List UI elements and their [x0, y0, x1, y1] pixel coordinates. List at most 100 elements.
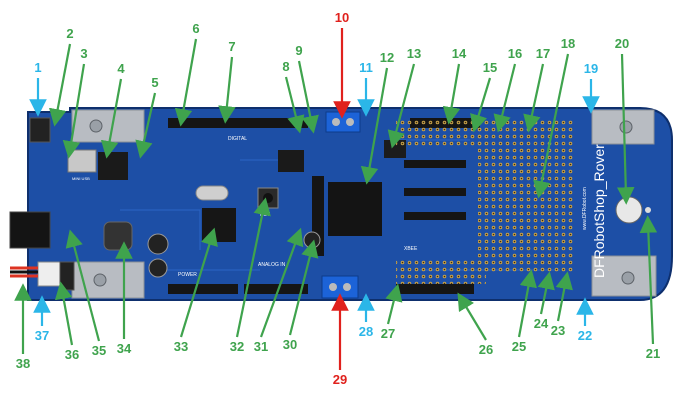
mount-plate-top-left [71, 109, 145, 143]
power-silk-label: POWER [178, 272, 197, 278]
callout-label-37: 37 [35, 328, 49, 343]
callout-leader-5 [135, 92, 157, 159]
callout-label-3: 3 [80, 46, 87, 61]
callout-leader-25 [517, 269, 538, 338]
callout-label-4: 4 [117, 61, 125, 76]
proto-area-top [396, 120, 486, 146]
mini-usb-label: MINI USB [72, 176, 90, 181]
callout-leader-15 [470, 77, 492, 133]
callout-leader-9 [297, 60, 319, 134]
terminal-screw [329, 283, 337, 291]
callout-label-17: 17 [536, 46, 550, 61]
callout-leader-32 [235, 197, 271, 338]
callout-leader-24 [537, 271, 555, 315]
proto-area-main [478, 120, 574, 274]
callout-leader-8 [284, 76, 305, 134]
xbee-header-bottom [396, 284, 474, 294]
analog-silk-label: ANALOG IN [258, 262, 286, 268]
digital-silk-label: DIGITAL [228, 136, 247, 142]
usb-chip [98, 152, 128, 180]
callout-leader-12 [360, 67, 389, 185]
slide-switch [59, 261, 75, 291]
callout-label-20: 20 [615, 36, 629, 51]
capacitor-2 [148, 258, 168, 278]
callout-leader-17 [523, 63, 545, 133]
terminal-screw [332, 118, 340, 126]
motor-terminal-top [325, 111, 361, 133]
callout-leader-36 [54, 281, 74, 346]
callout-label-33: 33 [174, 339, 188, 354]
callout-leader-14 [442, 63, 461, 125]
callout-label-14: 14 [452, 46, 467, 61]
ic-mid [278, 150, 304, 172]
motor-driver-chip [328, 182, 382, 236]
callout-label-36: 36 [65, 347, 79, 362]
reset-button-cap [263, 193, 273, 203]
callout-leader-23 [555, 271, 573, 322]
callout-label-19: 19 [584, 61, 598, 76]
callout-label-13: 13 [407, 46, 421, 61]
callout-leader-26 [457, 292, 487, 341]
callout-leader-2 [48, 43, 72, 127]
motor-terminal-bottom [321, 275, 359, 299]
callout-leader-21 [639, 215, 658, 345]
callout-leader-4 [100, 78, 123, 159]
callout-label-9: 9 [295, 43, 302, 58]
callout-label-5: 5 [151, 75, 158, 90]
callout-label-21: 21 [646, 346, 660, 361]
callout-leader-18 [533, 53, 570, 199]
screw-bottom-left [93, 273, 107, 287]
callout-leader-16 [493, 63, 517, 133]
callout-label-24: 24 [534, 316, 549, 331]
analog-header [244, 284, 308, 294]
callout-leader-31 [259, 227, 304, 338]
callout-leader-13 [387, 63, 416, 149]
callout-label-12: 12 [380, 50, 394, 65]
mounting-hole-20 [615, 196, 643, 224]
callout-label-35: 35 [92, 343, 106, 358]
xbee-connector-2 [404, 188, 466, 196]
callout-leader-3 [62, 63, 86, 159]
battery-wires [10, 266, 38, 278]
callout-label-23: 23 [551, 323, 565, 338]
callout-label-11: 11 [359, 60, 373, 75]
callout-leader-7 [218, 56, 236, 124]
callout-leader-6 [174, 38, 198, 127]
callout-label-18: 18 [561, 36, 575, 51]
callout-leader-27 [385, 283, 403, 325]
capacitor-3 [303, 231, 321, 249]
screw-top-left [89, 119, 103, 133]
callout-label-31: 31 [254, 339, 268, 354]
callout-label-25: 25 [512, 339, 526, 354]
power-header [168, 284, 238, 294]
callout-label-15: 15 [483, 60, 497, 75]
callout-label-8: 8 [282, 59, 289, 74]
callout-label-29: 29 [333, 372, 347, 387]
terminal-screw [343, 283, 351, 291]
callout-label-38: 38 [16, 356, 30, 371]
callout-label-32: 32 [230, 339, 244, 354]
callout-label-30: 30 [283, 337, 297, 352]
inductor-34 [103, 221, 133, 251]
digital-header-2 [232, 118, 308, 128]
callout-label-1: 1 [34, 60, 41, 75]
callout-leader-33 [179, 227, 218, 338]
screw-top-right [619, 120, 633, 134]
barrel-jack [9, 211, 51, 249]
callout-label-34: 34 [117, 341, 132, 356]
callout-leader-20 [616, 53, 635, 205]
capacitor-1 [147, 233, 169, 255]
callout-label-27: 27 [381, 326, 395, 341]
power-switch-top [29, 117, 51, 143]
callout-label-10: 10 [335, 10, 349, 25]
url-silk: www.DFRobot.com [582, 187, 588, 230]
terminal-screw [346, 118, 354, 126]
xbee-silk-label: XBEE [404, 246, 418, 252]
brand-silk: DFRobotShop_Rover [591, 144, 607, 278]
callout-leader-30 [288, 239, 319, 336]
atmega-chip [202, 208, 236, 242]
xbee-connector-1 [404, 160, 466, 168]
callout-label-2: 2 [66, 26, 73, 41]
callout-label-6: 6 [192, 21, 199, 36]
